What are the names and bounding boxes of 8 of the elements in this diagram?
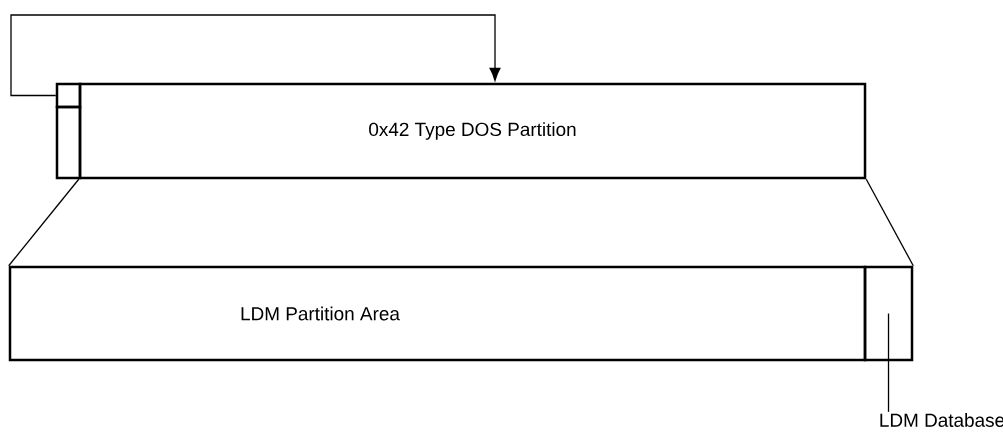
partition-box: 0x42 Type DOS Partition <box>78 82 867 180</box>
arrow <box>10 14 501 97</box>
partition-area-box: LDM Partition Area <box>8 265 867 362</box>
boot-sector-box <box>55 82 82 109</box>
projection-line <box>8 178 80 267</box>
leader-line <box>887 312 890 413</box>
database-box <box>863 265 914 362</box>
projection-line <box>865 178 914 267</box>
